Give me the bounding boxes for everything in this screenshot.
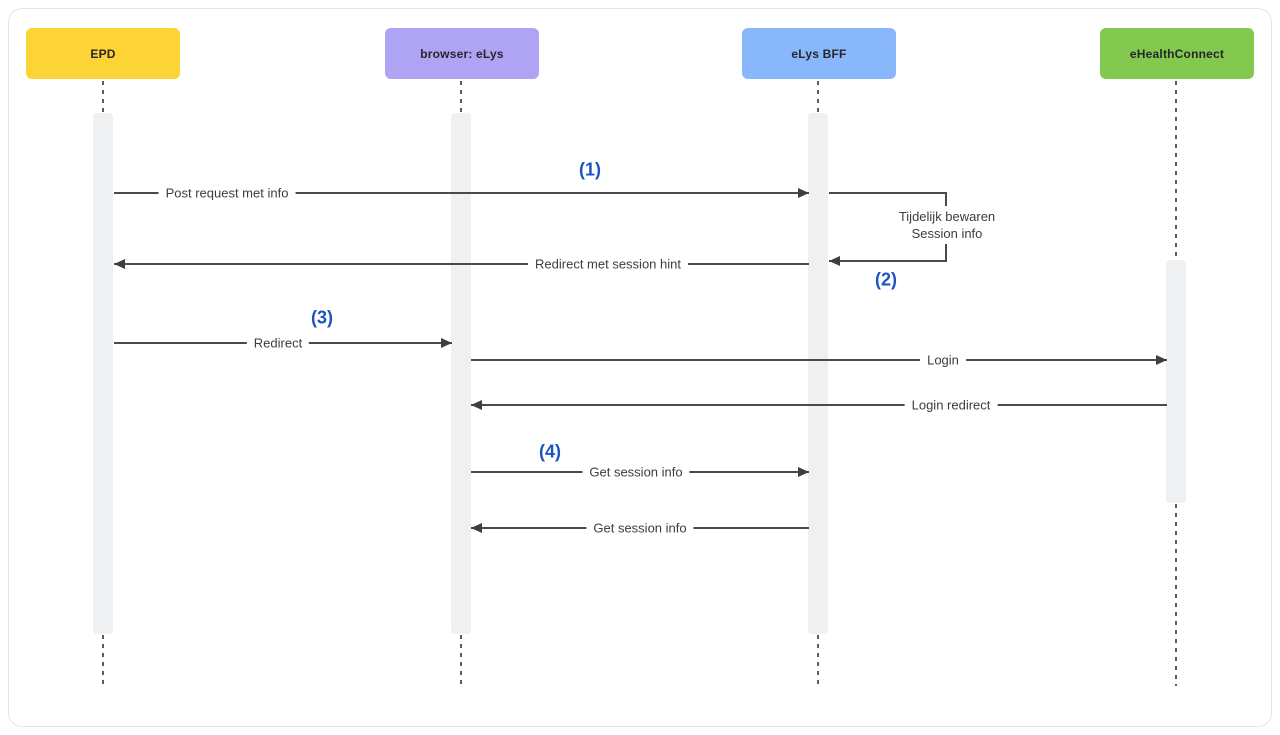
actor-box-browser-elys: browser: eLys	[385, 28, 539, 79]
lifeline-ehealth-top	[1175, 81, 1177, 259]
step-number-1: (1)	[579, 159, 601, 180]
self-message-note: Tijdelijk bewaren Session info	[892, 206, 1002, 244]
message-arrow-login-redirect	[471, 404, 1167, 406]
self-message-return-line	[829, 260, 947, 262]
lifeline-epd-bottom	[102, 635, 104, 686]
self-message-top-line	[829, 192, 947, 194]
lifeline-browser-bottom	[460, 635, 462, 686]
actor-label: browser: eLys	[420, 46, 504, 61]
arrowhead-left-icon	[471, 523, 482, 533]
arrowhead-right-icon	[441, 338, 452, 348]
message-label: Redirect	[246, 334, 310, 352]
actor-box-ehealthconnect: eHealthConnect	[1100, 28, 1254, 79]
message-arrow-redirect-session-hint	[114, 263, 809, 265]
lifeline-browser-top	[460, 81, 462, 112]
actor-box-elys-bff: eLys BFF	[742, 28, 896, 79]
message-label: Get session info	[582, 463, 690, 481]
lifeline-ehealth-bottom	[1175, 504, 1177, 686]
arrowhead-left-icon	[471, 400, 482, 410]
lifeline-epd-top	[102, 81, 104, 112]
actor-box-epd: EPD	[26, 28, 180, 79]
activation-bar-ehealth	[1166, 260, 1186, 503]
message-arrow-login	[471, 359, 1167, 361]
step-number-2: (2)	[875, 269, 897, 290]
message-label: Get session info	[586, 519, 694, 537]
message-label: Login redirect	[904, 396, 998, 414]
lifeline-bff-bottom	[817, 635, 819, 686]
self-message-line-1: Tijdelijk bewaren	[898, 209, 996, 224]
arrowhead-left-icon	[114, 259, 125, 269]
arrowhead-right-icon	[1156, 355, 1167, 365]
arrowhead-right-icon	[798, 188, 809, 198]
message-label: Redirect met session hint	[528, 255, 688, 273]
message-label: Login	[920, 351, 966, 369]
arrowhead-right-icon	[798, 467, 809, 477]
step-number-4: (4)	[539, 441, 561, 462]
activation-bar-bff	[808, 113, 828, 634]
activation-bar-epd	[93, 113, 113, 634]
actor-label: eHealthConnect	[1129, 46, 1225, 61]
step-number-3: (3)	[311, 307, 333, 328]
arrowhead-left-icon	[829, 256, 840, 266]
self-message-line-2: Session info	[911, 226, 983, 241]
canvas-border	[8, 8, 1272, 727]
lifeline-bff-top	[817, 81, 819, 112]
actor-label: EPD	[90, 46, 116, 61]
activation-bar-browser	[451, 113, 471, 634]
message-arrow-post-request	[114, 192, 809, 194]
actor-label: eLys BFF	[791, 46, 847, 61]
message-label: Post request met info	[158, 184, 296, 202]
